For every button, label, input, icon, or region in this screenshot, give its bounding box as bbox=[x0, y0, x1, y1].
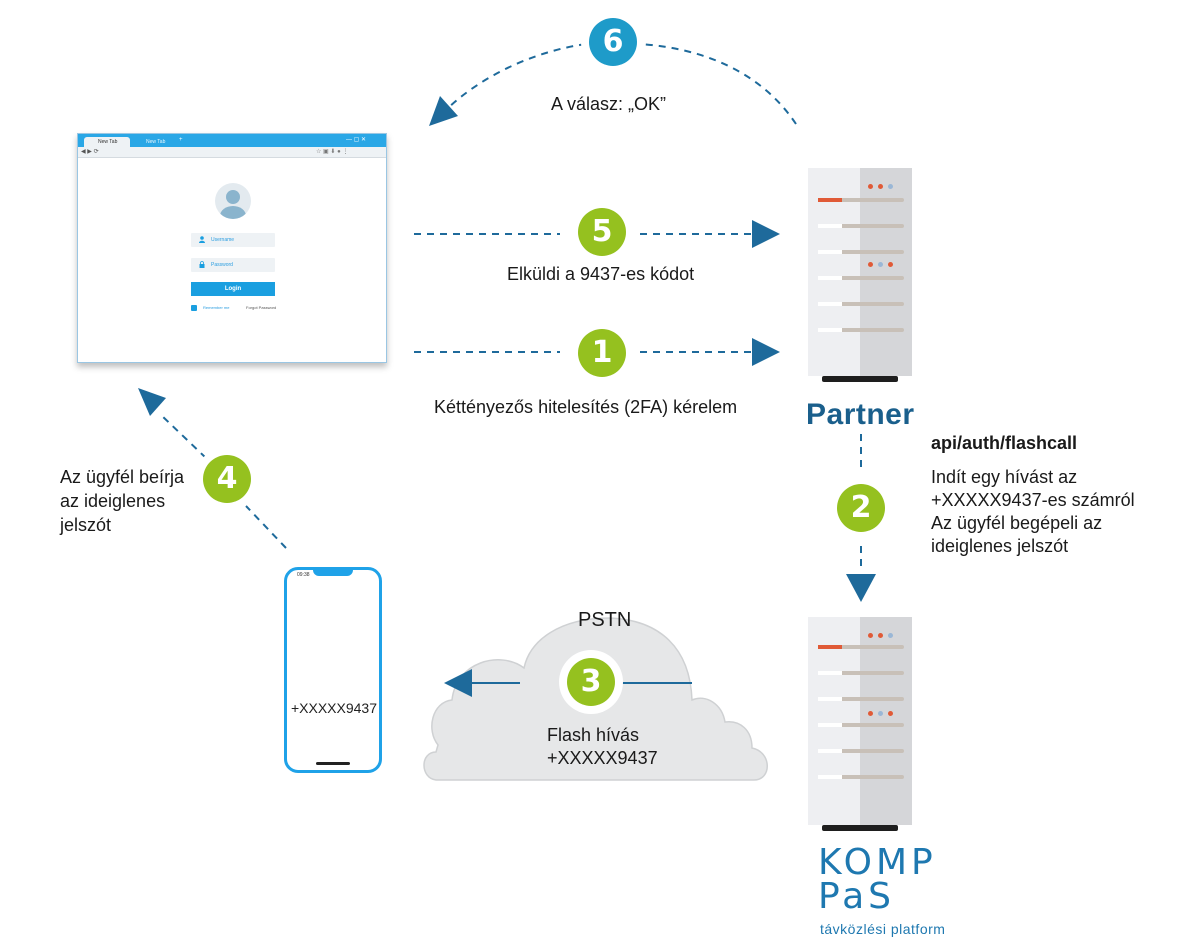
arrow-4-line bbox=[245, 505, 287, 549]
avatar-icon bbox=[215, 183, 251, 219]
user-icon bbox=[199, 236, 205, 243]
step-2-label-line-4: ideiglenes jelszót bbox=[931, 536, 1069, 556]
tab-new-tab-inactive[interactable]: New Tab bbox=[132, 137, 178, 147]
arrow-5-head bbox=[752, 220, 780, 248]
checkbox-icon[interactable] bbox=[191, 305, 197, 311]
arrow-2-head bbox=[846, 574, 876, 602]
step-2-label-line-2: +XXXXX9437-es számról bbox=[931, 490, 1135, 510]
partner-title: Partner bbox=[806, 398, 915, 431]
smartphone: 09:38 bbox=[284, 567, 382, 773]
tab-label: New Tab bbox=[98, 139, 118, 145]
arrow-1-head bbox=[752, 338, 780, 366]
nav-arrows-icon[interactable]: ◀ ▶ ⟳ bbox=[81, 149, 99, 155]
logo-line-2: PaS bbox=[818, 876, 896, 917]
partner-server-icon bbox=[808, 168, 912, 382]
password-field[interactable]: Password bbox=[191, 258, 275, 272]
step-5-badge: 5 bbox=[578, 208, 626, 256]
forgot-password-link[interactable]: Forgot Password bbox=[246, 305, 277, 310]
phone-home-indicator bbox=[316, 762, 350, 765]
step-3-label-line-2: +XXXXX9437 bbox=[547, 748, 658, 768]
browser-tab-bar: New Tab New Tab + — ▢ ✕ bbox=[78, 134, 386, 147]
step-4-label-line-1: Az ügyfél beírja bbox=[60, 467, 185, 487]
kompaas-server-icon bbox=[808, 617, 912, 831]
browser-window: New Tab New Tab + — ▢ ✕ ◀ ▶ ⟳ ☆ ▣ ⬇ ● ⋮ … bbox=[77, 133, 387, 363]
step-3-label-line-1: Flash hívás bbox=[547, 725, 640, 745]
window-controls-icon: — ▢ ✕ bbox=[346, 137, 367, 143]
step-3-badge: 3 bbox=[567, 658, 615, 706]
username-placeholder: Username bbox=[211, 237, 235, 243]
phone-notch bbox=[313, 570, 353, 576]
logo-subtitle: távközlési platform bbox=[820, 921, 946, 937]
phone-status-time: 09:38 bbox=[297, 572, 310, 578]
login-button[interactable]: Login bbox=[191, 282, 275, 296]
api-endpoint-label: api/auth/flashcall bbox=[931, 433, 1078, 453]
pstn-cloud-title: PSTN bbox=[578, 609, 632, 631]
tab-new-tab-active[interactable]: New Tab bbox=[84, 137, 130, 147]
lock-icon bbox=[199, 261, 205, 268]
arrow-6-response bbox=[639, 43, 797, 125]
step-2-label-line-3: Az ügyfél begépeli az bbox=[931, 513, 1103, 533]
phone-number: +XXXXX9437 bbox=[290, 700, 377, 716]
password-placeholder: Password bbox=[211, 262, 233, 268]
step-4-badge: 4 bbox=[203, 455, 251, 503]
arrow-6-head bbox=[429, 96, 458, 126]
new-tab-icon: + bbox=[179, 137, 183, 143]
new-tab-button[interactable]: + bbox=[179, 135, 183, 145]
tab-label: New Tab bbox=[146, 139, 166, 145]
step-4-label-line-3: jelszót bbox=[60, 515, 112, 535]
step-1-badge: 1 bbox=[578, 329, 626, 377]
logo-line-1: KOMP bbox=[818, 842, 937, 883]
step-2-label-line-1: Indít egy hívást az bbox=[931, 467, 1078, 487]
step-6-label: A válasz: „OK” bbox=[551, 94, 667, 114]
step-6-badge: 6 bbox=[589, 18, 637, 66]
username-field[interactable]: Username bbox=[191, 233, 275, 247]
arrow-6-response-tail bbox=[447, 43, 587, 109]
remember-label: Remember me bbox=[203, 305, 230, 310]
step-4-label-line-2: az ideiglenes bbox=[60, 491, 166, 511]
window-controls[interactable]: — ▢ ✕ bbox=[346, 135, 366, 145]
address-bar[interactable]: ◀ ▶ ⟳ ☆ ▣ ⬇ ● ⋮ bbox=[78, 147, 386, 158]
step-1-label: Kéttényezős hitelesítés (2FA) kérelem bbox=[434, 397, 738, 417]
arrow-3-head bbox=[444, 669, 472, 697]
step-2-badge: 2 bbox=[837, 484, 885, 532]
toolbar-icons[interactable]: ☆ ▣ ⬇ ● ⋮ bbox=[316, 149, 349, 155]
arrow-4-line-b bbox=[159, 413, 207, 459]
step-5-label: Elküldi a 9437-es kódot bbox=[507, 264, 695, 284]
arrow-4-head bbox=[138, 388, 166, 416]
